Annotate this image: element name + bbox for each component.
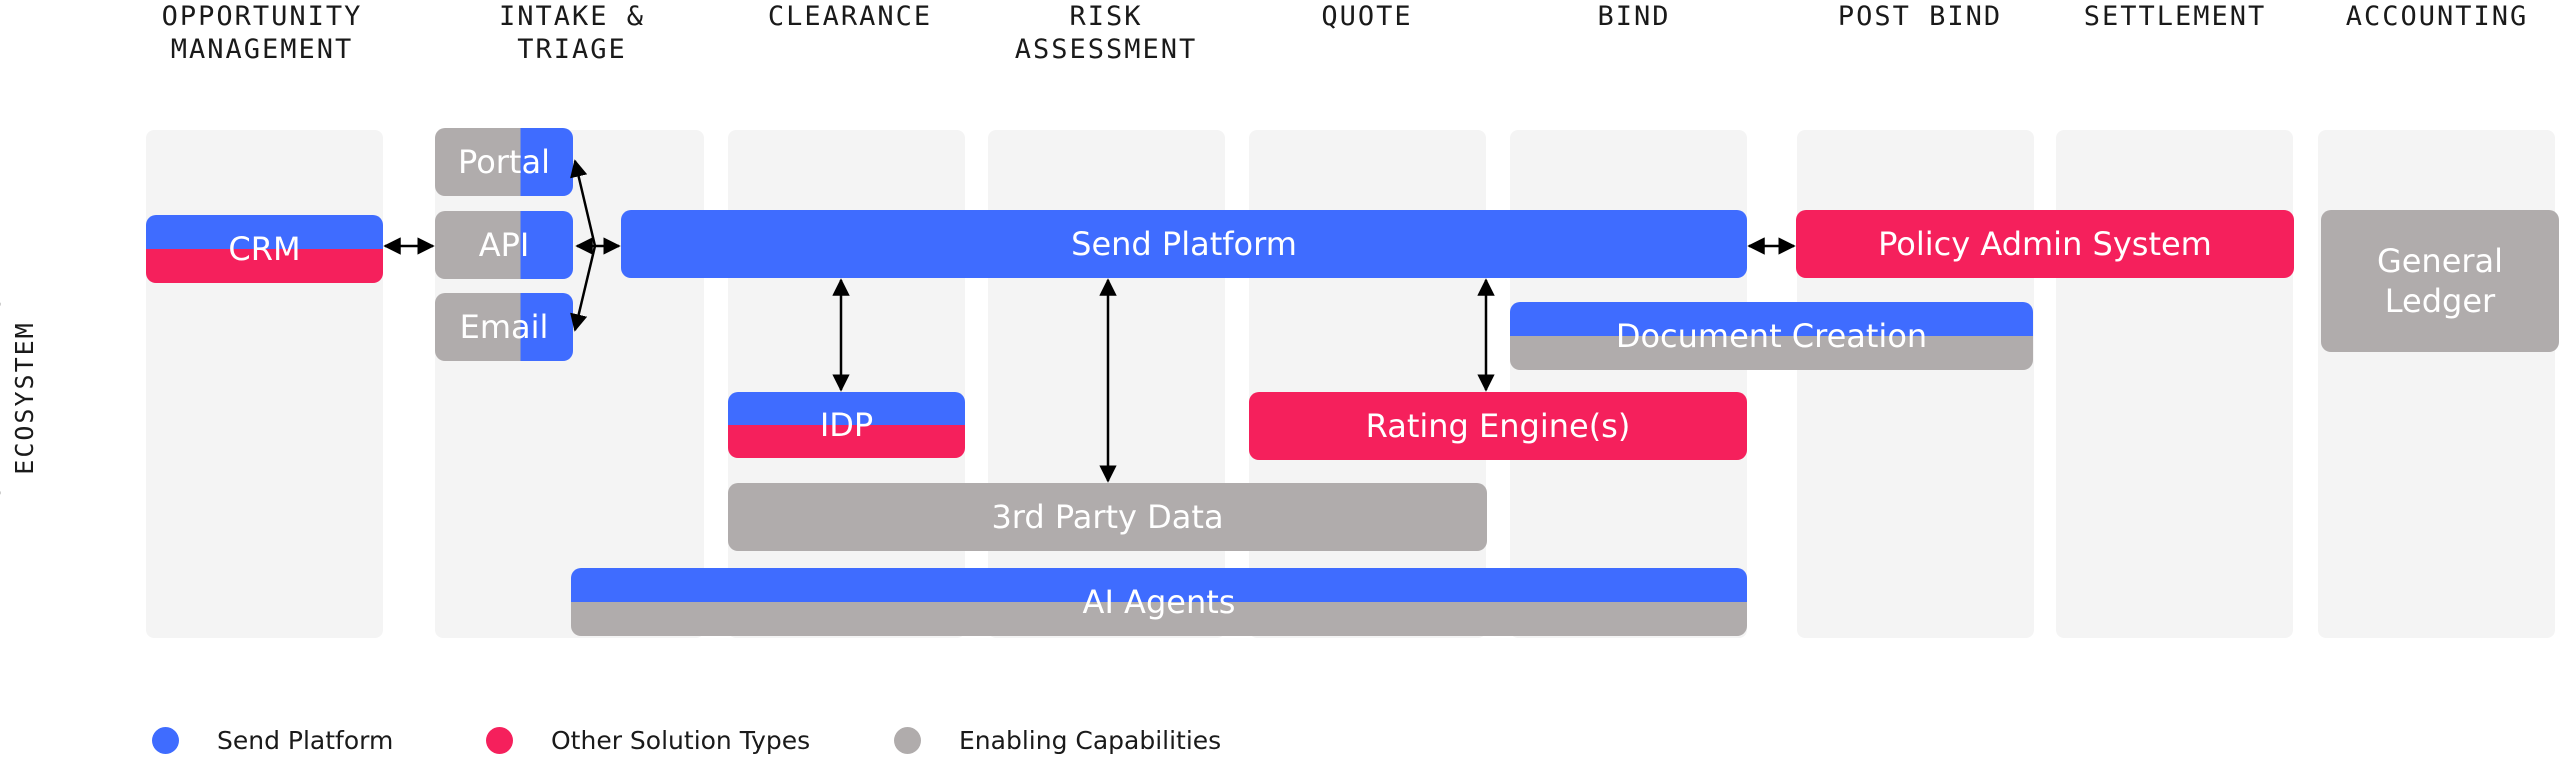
stage-label-settlement: SETTLEMENT — [2083, 1, 2267, 32]
ai-agents-box[interactable]: AI Agents — [571, 568, 1747, 636]
arrow-fan-email — [570, 245, 597, 332]
send-platform-box[interactable]: Send Platform — [621, 210, 1747, 278]
legend-item-enabling-capabilities: Enabling Capabilities — [894, 722, 1221, 758]
policy-admin-system-box[interactable]: Policy Admin System — [1796, 210, 2294, 278]
portal-label: Portal — [458, 143, 550, 181]
email-box[interactable]: Email — [435, 293, 573, 361]
idp-box[interactable]: IDP — [728, 392, 965, 458]
stage-label-intake: INTAKE & TRIAGE — [498, 1, 646, 65]
general-ledger-box[interactable]: General Ledger — [2321, 210, 2559, 352]
stage-label-bind: BIND — [1597, 1, 1671, 32]
legend-item-other-solution-types: Other Solution Types — [486, 722, 810, 758]
api-box[interactable]: API — [435, 211, 573, 279]
rating-engine-label: Rating Engine(s) — [1365, 407, 1631, 445]
general-ledger-label: General Ledger — [2376, 242, 2504, 320]
third-party-data-box[interactable]: 3rd Party Data — [728, 483, 1487, 551]
idp-label: IDP — [819, 406, 874, 444]
policy-admin-system-label: Policy Admin System — [1878, 225, 2212, 263]
crm-label: CRM — [228, 230, 301, 268]
legend-dot-other-solution-types — [486, 726, 513, 754]
api-label: API — [478, 226, 530, 264]
legend-label-send-platform: Send Platform — [217, 725, 394, 755]
document-creation-box[interactable]: Document Creation — [1510, 302, 2033, 370]
legend-label-enabling-capabilities: Enabling Capabilities — [959, 725, 1222, 755]
portal-box[interactable]: Portal — [435, 128, 573, 196]
stage-label-risk: RISK ASSESSMENT — [1014, 1, 1198, 65]
stage-label-postbind: POST BIND — [1837, 1, 2003, 32]
email-label: Email — [459, 308, 549, 346]
stage-label-quote: QUOTE — [1321, 1, 1413, 32]
lane-opportunity — [146, 130, 383, 638]
arrow-fan-portal — [570, 159, 597, 247]
document-creation-label: Document Creation — [1615, 317, 1928, 355]
crm-box[interactable]: CRM — [146, 215, 383, 283]
stage-label-accounting: ACCOUNTING — [2345, 1, 2529, 32]
ai-agents-label: AI Agents — [1082, 583, 1236, 621]
legend-label-other-solution-types: Other Solution Types — [551, 725, 811, 755]
legend-dot-enabling-capabilities — [894, 726, 921, 754]
third-party-data-label: 3rd Party Data — [991, 498, 1224, 536]
rating-engine-box[interactable]: Rating Engine(s) — [1249, 392, 1747, 460]
send-platform-label: Send Platform — [1071, 225, 1297, 263]
legend-item-send-platform: Send Platform — [152, 722, 393, 758]
legend-dot-send-platform — [152, 726, 179, 754]
stage-label-opportunity: OPPORTUNITY MANAGEMENT — [161, 1, 363, 65]
stage-label-clearance: CLEARANCE — [767, 1, 933, 32]
